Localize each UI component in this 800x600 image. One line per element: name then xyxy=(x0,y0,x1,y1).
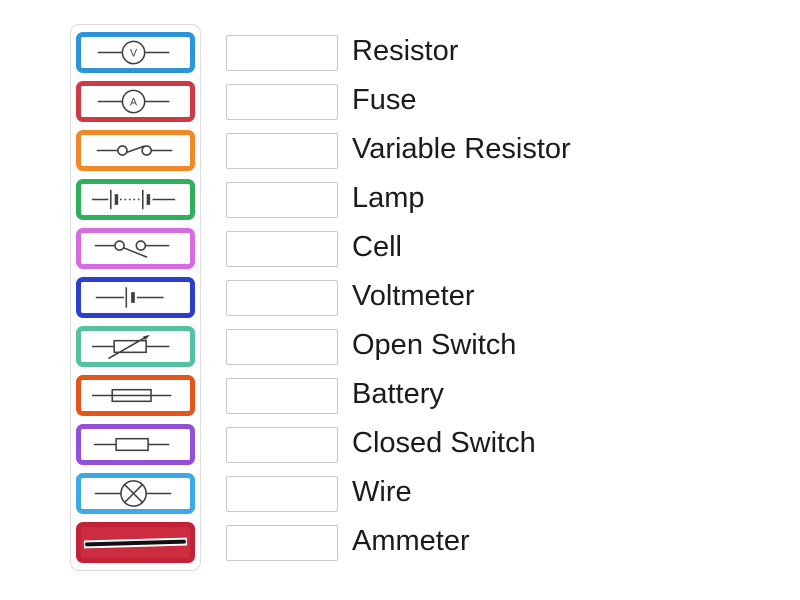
answer-slot[interactable] xyxy=(226,83,338,120)
answer-label: Resistor xyxy=(352,35,459,67)
answer-slot[interactable] xyxy=(226,475,338,512)
wire-line xyxy=(84,539,187,546)
symbol-cards-panel: V A xyxy=(70,24,201,571)
answer-slot[interactable] xyxy=(226,34,338,71)
match-card-battery[interactable] xyxy=(76,179,195,220)
match-card-wire[interactable] xyxy=(76,522,195,563)
answer-slot[interactable] xyxy=(226,328,338,365)
answers-column: Resistor Fuse Variable Resistor Lamp Cel… xyxy=(226,32,571,563)
closed-switch-symbol-icon xyxy=(96,145,173,156)
answer-row: Resistor xyxy=(226,32,571,73)
answer-row: Variable Resistor xyxy=(226,130,571,171)
answer-label: Voltmeter xyxy=(352,280,475,312)
match-card-fuse[interactable] xyxy=(76,375,195,416)
answer-slot[interactable] xyxy=(226,524,338,561)
svg-text:V: V xyxy=(130,48,138,60)
match-card-variable-resistor[interactable] xyxy=(76,326,195,367)
answer-slot[interactable] xyxy=(226,181,338,218)
battery-symbol-icon xyxy=(91,189,176,210)
answer-slot[interactable] xyxy=(226,230,338,267)
answer-label: Ammeter xyxy=(352,525,470,557)
answer-label: Wire xyxy=(352,476,412,508)
match-card-lamp[interactable] xyxy=(76,473,195,514)
answer-slot[interactable] xyxy=(226,377,338,414)
match-card-closed-switch[interactable] xyxy=(76,130,195,171)
voltmeter-symbol-icon: V xyxy=(97,40,170,65)
resistor-symbol-icon xyxy=(93,437,170,452)
answer-label: Variable Resistor xyxy=(352,133,571,165)
cell-symbol-icon xyxy=(95,287,164,308)
answer-row: Fuse xyxy=(226,81,571,122)
answer-row: Battery xyxy=(226,375,571,416)
answer-row: Ammeter xyxy=(226,522,571,563)
svg-text:A: A xyxy=(130,97,138,109)
open-switch-symbol-icon xyxy=(94,240,170,258)
answer-label: Battery xyxy=(352,378,444,410)
answer-label: Fuse xyxy=(352,84,417,116)
ammeter-symbol-icon: A xyxy=(97,89,170,114)
answer-slot[interactable] xyxy=(226,279,338,316)
fuse-symbol-icon xyxy=(91,388,172,403)
match-card-ammeter[interactable]: A xyxy=(76,81,195,122)
match-card-resistor[interactable] xyxy=(76,424,195,465)
variable-resistor-symbol-icon xyxy=(91,334,170,360)
answer-label: Closed Switch xyxy=(352,427,536,459)
match-card-cell[interactable] xyxy=(76,277,195,318)
answer-label: Lamp xyxy=(352,182,425,214)
match-card-voltmeter[interactable]: V xyxy=(76,32,195,73)
answer-slot[interactable] xyxy=(226,132,338,169)
answer-row: Open Switch xyxy=(226,326,571,367)
answer-slot[interactable] xyxy=(226,426,338,463)
answer-row: Cell xyxy=(226,228,571,269)
answer-row: Voltmeter xyxy=(226,277,571,318)
answer-row: Closed Switch xyxy=(226,424,571,465)
wire-photo-icon xyxy=(83,537,188,548)
answer-label: Open Switch xyxy=(352,329,517,361)
match-card-open-switch[interactable] xyxy=(76,228,195,269)
answer-row: Wire xyxy=(226,473,571,514)
lamp-symbol-icon xyxy=(94,480,172,507)
answer-label: Cell xyxy=(352,231,402,263)
answer-row: Lamp xyxy=(226,179,571,220)
